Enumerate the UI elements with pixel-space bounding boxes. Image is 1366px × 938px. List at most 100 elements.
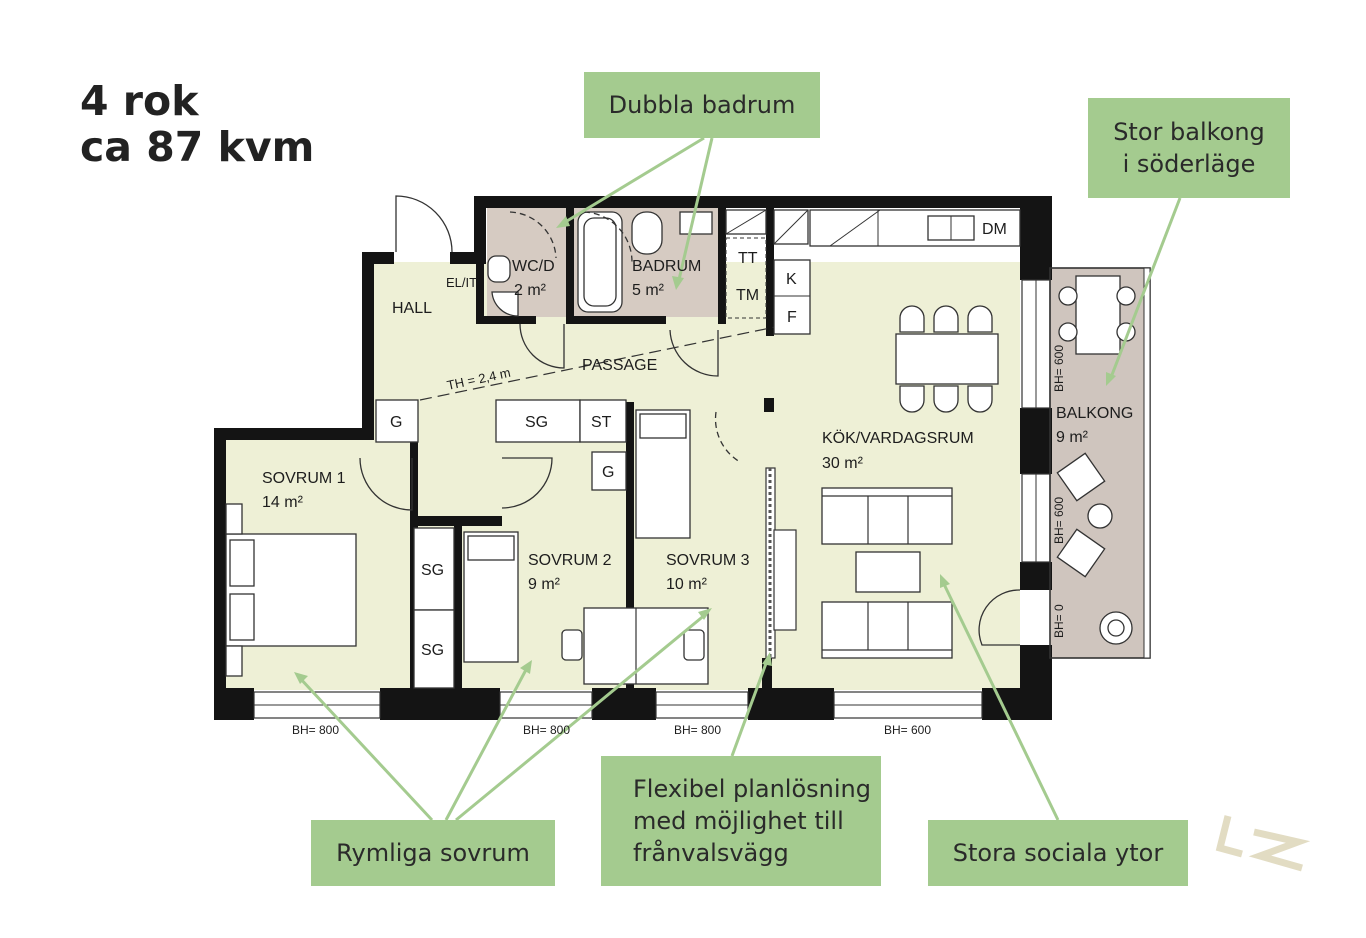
wall-east-2 xyxy=(1020,408,1052,474)
label-kitchen: KÖK/VARDAGSRUM xyxy=(822,429,974,447)
label-g-sovrum2: G xyxy=(602,464,614,481)
bh-balcony-2: BH= 600 xyxy=(1052,497,1066,544)
title-room-count: 4 rok xyxy=(80,77,199,125)
page-title: 4 rok ca 87 kvm xyxy=(80,78,314,170)
wall-south-1 xyxy=(214,688,254,720)
wall-west-hall xyxy=(362,252,374,440)
label-k: K xyxy=(786,271,797,288)
wall-wc-south xyxy=(476,316,536,324)
optional-wall-cabinet xyxy=(773,529,797,631)
label-sg-2: SG xyxy=(421,642,444,659)
wall-south-5 xyxy=(982,688,1052,720)
toilet-bath xyxy=(631,211,663,255)
area-badrum: 5 m² xyxy=(632,282,665,299)
wall-east-1 xyxy=(1020,196,1052,280)
label-sovrum1: SOVRUM 1 xyxy=(262,470,346,487)
balcony-door xyxy=(978,589,1021,646)
dining-table xyxy=(895,333,999,385)
area-balkong: 9 m² xyxy=(1056,429,1089,446)
wall-south-2 xyxy=(380,688,500,720)
brand-logo-icon xyxy=(1215,815,1310,872)
bh-kitchen: BH= 600 xyxy=(884,723,931,737)
bathroom-fixtures xyxy=(487,211,713,317)
fixture-labels: EL/IT TT TM K F DM G SG ST G SG SG TH = … xyxy=(390,221,1007,659)
wall-south-3 xyxy=(592,688,656,720)
living-furniture xyxy=(821,305,999,659)
callout-arrows xyxy=(296,136,1182,822)
balcony-railing xyxy=(1143,267,1151,659)
wall-hall-south xyxy=(412,516,502,526)
kitchen-counter xyxy=(725,209,1021,335)
bath-door xyxy=(669,329,719,377)
callout-balkong-line2: i söderläge xyxy=(1122,150,1256,178)
callout-arrowheads xyxy=(294,216,1116,684)
label-g-hall: G xyxy=(390,414,402,431)
closets xyxy=(375,399,627,689)
callout-dubbla-badrum-text: Dubbla badrum xyxy=(608,91,796,119)
callout-stor-balkong: Stor balkong i söderläge xyxy=(1088,98,1290,198)
bh-sovrum3: BH= 800 xyxy=(674,723,721,737)
wall-hall-north-2 xyxy=(450,252,480,264)
bedroom1-door xyxy=(359,457,413,511)
wc-toilet xyxy=(487,255,511,283)
wall-wc-bath xyxy=(566,206,574,324)
label-passage: PASSAGE xyxy=(582,357,657,374)
callout-rymliga-sovrum-text: Rymliga sovrum xyxy=(336,839,530,867)
label-dm: DM xyxy=(982,221,1007,238)
wall-bed3-stub-2 xyxy=(762,658,772,690)
label-f: F xyxy=(787,309,797,326)
callout-flexibel-line3: frånvalsvägg xyxy=(633,839,789,867)
walls xyxy=(214,196,1052,720)
wall-bath-south xyxy=(566,316,666,324)
bedroom-furniture xyxy=(225,409,709,685)
label-badrum: BADRUM xyxy=(632,258,701,275)
label-sg-1: SG xyxy=(421,562,444,579)
wall-bath-east xyxy=(718,206,726,324)
callout-sociala-ytor: Stora sociala ytor xyxy=(928,820,1188,886)
callout-balkong-line1: Stor balkong xyxy=(1113,118,1265,146)
bathtub xyxy=(577,211,623,313)
area-sovrum2: 9 m² xyxy=(528,576,561,593)
wall-north xyxy=(476,196,1052,208)
wall-east-3 xyxy=(1020,562,1052,590)
label-sovrum3: SOVRUM 3 xyxy=(666,552,750,569)
callout-flexibel-line2: med möjlighet till xyxy=(633,807,844,835)
wall-west-bedroom xyxy=(214,428,226,690)
bedroom2-door xyxy=(501,457,553,509)
label-tm: TM xyxy=(736,287,759,304)
area-sovrum3: 10 m² xyxy=(666,576,708,593)
wc-door xyxy=(519,323,565,369)
bath-sink xyxy=(679,211,713,235)
wall-bed2-bed3 xyxy=(626,402,634,690)
wall-south-4 xyxy=(748,688,834,720)
label-hall: HALL xyxy=(392,300,432,317)
bedroom3-door xyxy=(714,411,741,463)
callout-rymliga-sovrum: Rymliga sovrum xyxy=(311,820,555,886)
sofa-north xyxy=(821,487,953,545)
wall-sg-bed2 xyxy=(454,526,462,690)
sofa-south xyxy=(821,601,953,659)
plant-icon xyxy=(1099,611,1133,645)
label-sg-hall: SG xyxy=(525,414,548,431)
callout-dubbla-badrum: Dubbla badrum xyxy=(584,72,820,138)
area-wc: 2 m² xyxy=(514,282,547,299)
label-st: ST xyxy=(591,414,612,431)
bh-sovrum1: BH= 800 xyxy=(292,723,339,737)
wall-hall-north xyxy=(362,252,394,264)
area-kitchen: 30 m² xyxy=(822,455,864,472)
room-labels: HALL PASSAGE WC/D 2 m² BADRUM 5 m² KÖK/V… xyxy=(262,258,1133,593)
callout-sociala-ytor-text: Stora sociala ytor xyxy=(952,839,1164,867)
bh-balcony-1: BH= 600 xyxy=(1052,345,1066,392)
ceiling-height-line xyxy=(419,325,781,401)
area-sovrum1: 14 m² xyxy=(262,494,304,511)
wc-sink xyxy=(491,291,519,317)
bh-balcony-3: BH= 0 xyxy=(1052,604,1066,638)
coffee-table xyxy=(855,551,921,593)
wall-wc-west xyxy=(476,206,484,324)
bh-sovrum2: BH= 800 xyxy=(523,723,570,737)
wall-bedroom1-north xyxy=(214,428,372,440)
entry-door xyxy=(395,195,453,253)
window-heights: BH= 800 BH= 800 BH= 800 BH= 600 BH= 600 … xyxy=(292,345,1066,737)
wall-bed3-stub xyxy=(764,398,774,412)
